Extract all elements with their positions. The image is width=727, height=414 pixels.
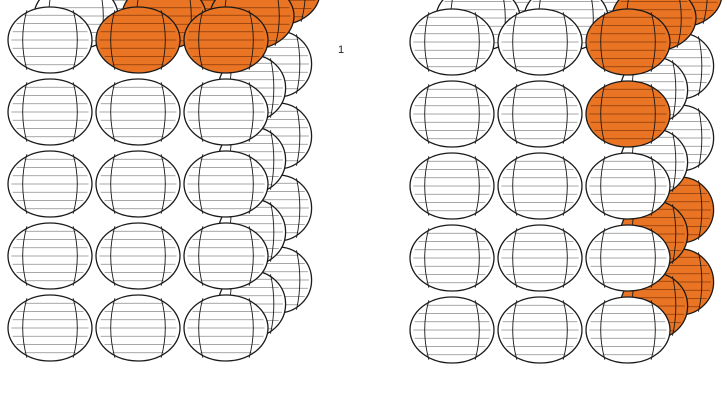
right-stack-front-barrel bbox=[410, 153, 494, 219]
marker-label: 1 bbox=[338, 44, 344, 56]
right-stack-front-barrel bbox=[586, 225, 670, 291]
left-stack-front-barrel bbox=[8, 295, 92, 361]
left-stack-front-barrel bbox=[96, 223, 180, 289]
left-stack-front-barrel bbox=[8, 7, 92, 73]
left-stack-front-barrel bbox=[8, 151, 92, 217]
right-stack-front-barrel bbox=[586, 9, 670, 75]
right-stack-front-barrel bbox=[410, 297, 494, 363]
left-stack-front-barrel bbox=[8, 79, 92, 145]
right-stack-front-barrel bbox=[498, 297, 582, 363]
right-stack-front-barrel bbox=[586, 297, 670, 363]
left-stack-front-barrel bbox=[96, 295, 180, 361]
left-stack-front-barrel bbox=[184, 151, 268, 217]
right-stack-front-barrel bbox=[586, 153, 670, 219]
left-stack-front-barrel bbox=[96, 79, 180, 145]
right-stack-front-barrel bbox=[498, 153, 582, 219]
right-stack-front-barrel bbox=[586, 81, 670, 147]
left-stack-front-barrel bbox=[184, 79, 268, 145]
right-stack-front-barrel bbox=[410, 9, 494, 75]
left-stack-front-barrel bbox=[184, 7, 268, 73]
right-stack-front-barrel bbox=[498, 9, 582, 75]
left-stack-front-barrel bbox=[184, 223, 268, 289]
left-stack-front-barrel bbox=[184, 295, 268, 361]
left-stack-front-barrel bbox=[96, 151, 180, 217]
left-stack-front-barrel bbox=[96, 7, 180, 73]
right-stack-front-barrel bbox=[498, 81, 582, 147]
right-stack-front-barrel bbox=[498, 225, 582, 291]
right-stack-front-barrel bbox=[410, 81, 494, 147]
right-stack-front-barrel bbox=[410, 225, 494, 291]
left-stack-front-barrel bbox=[8, 223, 92, 289]
